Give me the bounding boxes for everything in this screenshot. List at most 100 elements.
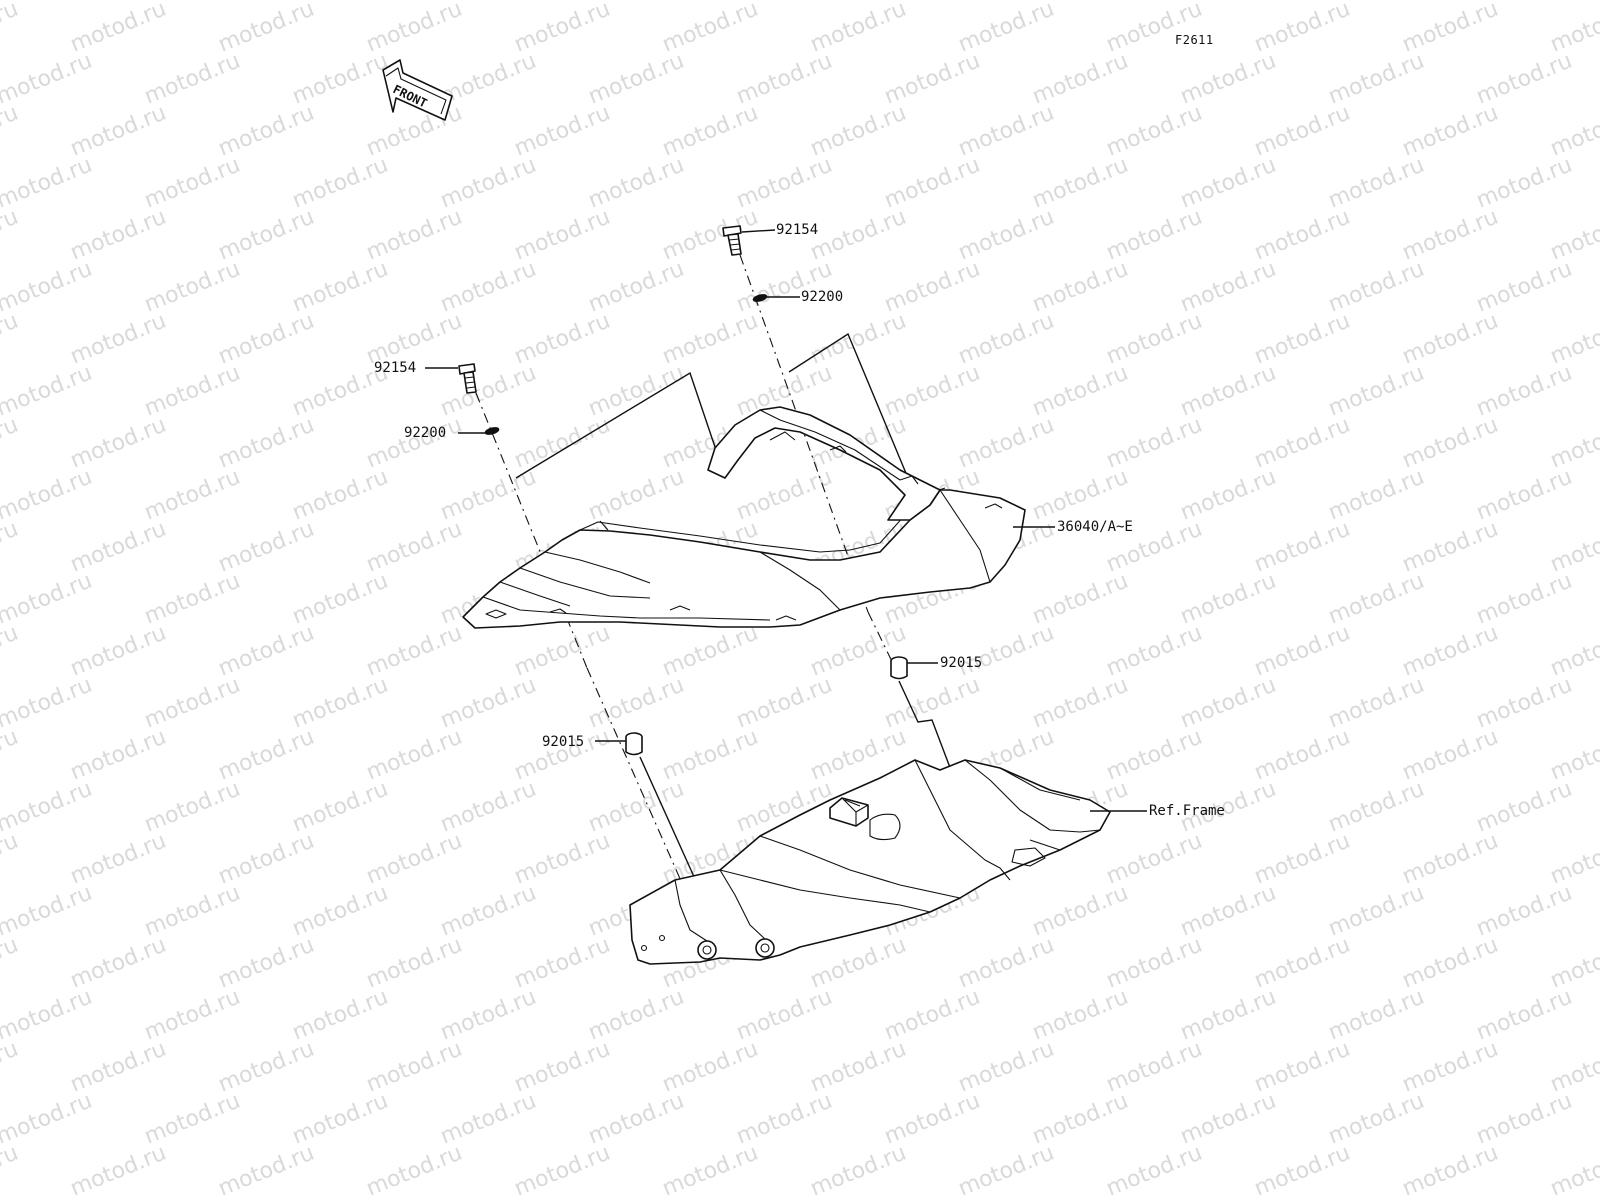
- watermark-text: motod.ru: [1399, 1141, 1502, 1200]
- watermark-text: motod.ru: [67, 205, 170, 266]
- watermark-text: motod.ru: [733, 49, 836, 110]
- watermark-text: motod.ru: [1251, 1037, 1354, 1098]
- watermark-text: motod.ru: [141, 777, 244, 838]
- watermark-text: motod.ru: [1547, 1141, 1600, 1200]
- watermark-text: motod.ru: [141, 985, 244, 1046]
- watermark-text: motod.ru: [67, 1141, 170, 1200]
- watermark-text: motod.ru: [363, 101, 466, 162]
- watermark-text: motod.ru: [141, 465, 244, 526]
- watermark-text: motod.ru: [1251, 205, 1354, 266]
- watermark-text: motod.ru: [1177, 673, 1280, 734]
- watermark-text: motod.ru: [67, 933, 170, 994]
- watermark-text: motod.ru: [955, 0, 1058, 58]
- watermark-text: motod.ru: [0, 0, 22, 58]
- watermark-text: motod.ru: [955, 309, 1058, 370]
- watermark-text: motod.ru: [511, 621, 614, 682]
- watermark-text: motod.ru: [1251, 0, 1354, 58]
- watermark-text: motod.ru: [1177, 257, 1280, 318]
- watermark-text: motod.ru: [1473, 361, 1576, 422]
- watermark-text: motod.ru: [0, 1141, 22, 1200]
- watermark-text: motod.ru: [0, 49, 96, 110]
- watermark-text: motod.ru: [289, 1089, 392, 1150]
- watermark-text: motod.ru: [67, 309, 170, 370]
- watermark-text: motod.ru: [289, 673, 392, 734]
- watermark-text: motod.ru: [1103, 413, 1206, 474]
- watermark-text: motod.ru: [0, 465, 96, 526]
- watermark-text: motod.ru: [1547, 725, 1600, 786]
- watermark-text: motod.ru: [585, 361, 688, 422]
- watermark-text: motod.ru: [1029, 465, 1132, 526]
- watermark-text: motod.ru: [511, 309, 614, 370]
- watermark-text: motod.ru: [0, 985, 96, 1046]
- watermark-text: motod.ru: [215, 1037, 318, 1098]
- watermark-text: motod.ru: [1103, 725, 1206, 786]
- watermark-text: motod.ru: [1029, 49, 1132, 110]
- watermark-text: motod.ru: [0, 1089, 96, 1150]
- watermark-text: motod.ru: [437, 673, 540, 734]
- watermark-text: motod.ru: [955, 621, 1058, 682]
- watermark-text: motod.ru: [0, 257, 96, 318]
- watermark-text: motod.ru: [437, 881, 540, 942]
- watermark-text: motod.ru: [659, 205, 762, 266]
- diagram-code: F2611: [1175, 33, 1214, 47]
- watermark-text: motod.ru: [289, 257, 392, 318]
- watermark-text: motod.ru: [0, 829, 22, 890]
- watermark-text: motod.ru: [1547, 933, 1600, 994]
- watermark-text: motod.ru: [1399, 517, 1502, 578]
- watermark-text: motod.ru: [1103, 101, 1206, 162]
- watermark-text: motod.ru: [1103, 1141, 1206, 1200]
- watermark-text: motod.ru: [881, 49, 984, 110]
- watermark-text: motod.ru: [1473, 881, 1576, 942]
- callout-frame: Ref.Frame: [1149, 803, 1225, 819]
- watermark-text: motod.ru: [0, 777, 96, 838]
- watermark-text: motod.ru: [1325, 777, 1428, 838]
- sub-frame: [629, 759, 1111, 965]
- watermark-text: motod.ru: [1473, 153, 1576, 214]
- watermark-text: motod.ru: [0, 725, 22, 786]
- watermark-text: motod.ru: [659, 1141, 762, 1200]
- watermark-text: motod.ru: [1547, 101, 1600, 162]
- watermark-text: motod.ru: [1251, 725, 1354, 786]
- watermark-text: motod.ru: [955, 205, 1058, 266]
- watermark-text: motod.ru: [1251, 101, 1354, 162]
- callout-bolt-left: 92154: [374, 360, 417, 376]
- watermark-text: motod.ru: [0, 673, 96, 734]
- watermark-text: motod.ru: [215, 621, 318, 682]
- watermark-text: motod.ru: [1473, 777, 1576, 838]
- watermark-text: motod.ru: [881, 1089, 984, 1150]
- watermark-text: motod.ru: [0, 569, 96, 630]
- watermark-text: motod.ru: [215, 0, 318, 58]
- watermark-text: motod.ru: [289, 569, 392, 630]
- watermark-text: motod.ru: [733, 673, 836, 734]
- watermark-text: motod.ru: [585, 673, 688, 734]
- watermark-text: motod.ru: [881, 361, 984, 422]
- watermark-text: motod.ru: [955, 101, 1058, 162]
- watermark-text: motod.ru: [659, 101, 762, 162]
- watermark-text: motod.ru: [1325, 49, 1428, 110]
- watermark-text: motod.ru: [67, 0, 170, 58]
- watermark-text: motod.ru: [67, 1037, 170, 1098]
- watermark-text: motod.ru: [1547, 205, 1600, 266]
- watermark-text: motod.ru: [511, 205, 614, 266]
- watermark-text: motod.ru: [1399, 101, 1502, 162]
- watermark-text: motod.ru: [733, 1089, 836, 1150]
- watermark-text: motod.ru: [659, 725, 762, 786]
- watermark-text: motod.ru: [437, 1089, 540, 1150]
- watermark-text: motod.ru: [1029, 985, 1132, 1046]
- watermark-text: motod.ru: [1103, 621, 1206, 682]
- watermark-text: motod.ru: [807, 205, 910, 266]
- watermark-text: motod.ru: [585, 465, 688, 526]
- watermark-text: motod.ru: [0, 309, 22, 370]
- watermark-text: motod.ru: [289, 777, 392, 838]
- watermark-text: motod.ru: [1177, 881, 1280, 942]
- watermark-text: motod.ru: [0, 101, 22, 162]
- watermark-text: motod.ru: [215, 725, 318, 786]
- watermark-text: motod.ru: [807, 0, 910, 58]
- watermark-text: motod.ru: [1473, 569, 1576, 630]
- watermark-text: motod.ru: [1399, 205, 1502, 266]
- link-left-collar-frame: [639, 756, 701, 891]
- watermark-text: motod.ru: [1399, 621, 1502, 682]
- watermark-text: motod.ru: [289, 881, 392, 942]
- watermark-text: motod.ru: [67, 621, 170, 682]
- watermark-text: motod.ru: [0, 361, 96, 422]
